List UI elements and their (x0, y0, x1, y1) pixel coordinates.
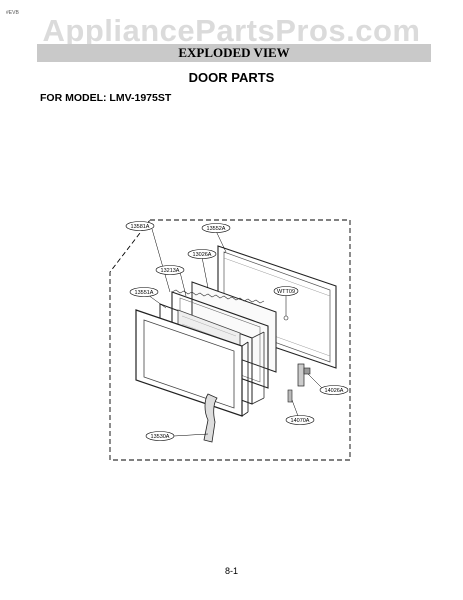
corner-tag: #EVB (6, 10, 19, 16)
header-bar (37, 44, 431, 62)
page-title: EXPLODED VIEW (178, 45, 290, 60)
door-hinge-parts (283, 315, 311, 403)
section-title: DOOR PARTS (188, 70, 275, 85)
callout-13026A: 13026A (187, 249, 217, 259)
svg-text:13551A: 13551A (135, 290, 154, 296)
callout-13551A: 13551A (129, 287, 159, 297)
callout-WTT09: WTT09 (273, 286, 299, 296)
callout-13581A: 13581A (125, 221, 155, 231)
svg-text:13552A: 13552A (207, 226, 226, 232)
svg-text:14070A: 14070A (291, 418, 310, 424)
svg-text:13530A: 13530A (151, 434, 170, 440)
svg-text:13581A: 13581A (131, 224, 150, 230)
callout-13552A: 13552A (201, 223, 231, 233)
diagram-boundary (109, 219, 351, 461)
watermark-logo: AppliancePartsPros.com (42, 13, 421, 48)
svg-text:13026A: 13026A (193, 252, 212, 258)
callout-13213A: 13213A (155, 265, 185, 275)
model-line: FOR MODEL: LMV-1975ST (40, 92, 172, 104)
callout-14026A: 14026A (319, 385, 349, 395)
svg-text:13213A: 13213A (161, 268, 180, 274)
svg-text:14026A: 14026A (325, 388, 344, 394)
callout-14070A: 14070A (285, 415, 315, 425)
svg-text:WTT09: WTT09 (277, 289, 295, 295)
callout-13530A: 13530A (145, 431, 175, 441)
exploded-view-diagram: 13581A 13552A 13026A 13213A 13551A WTT09… (109, 219, 351, 461)
page-number: 8-1 (224, 566, 238, 576)
door-front-assembly (135, 309, 249, 443)
